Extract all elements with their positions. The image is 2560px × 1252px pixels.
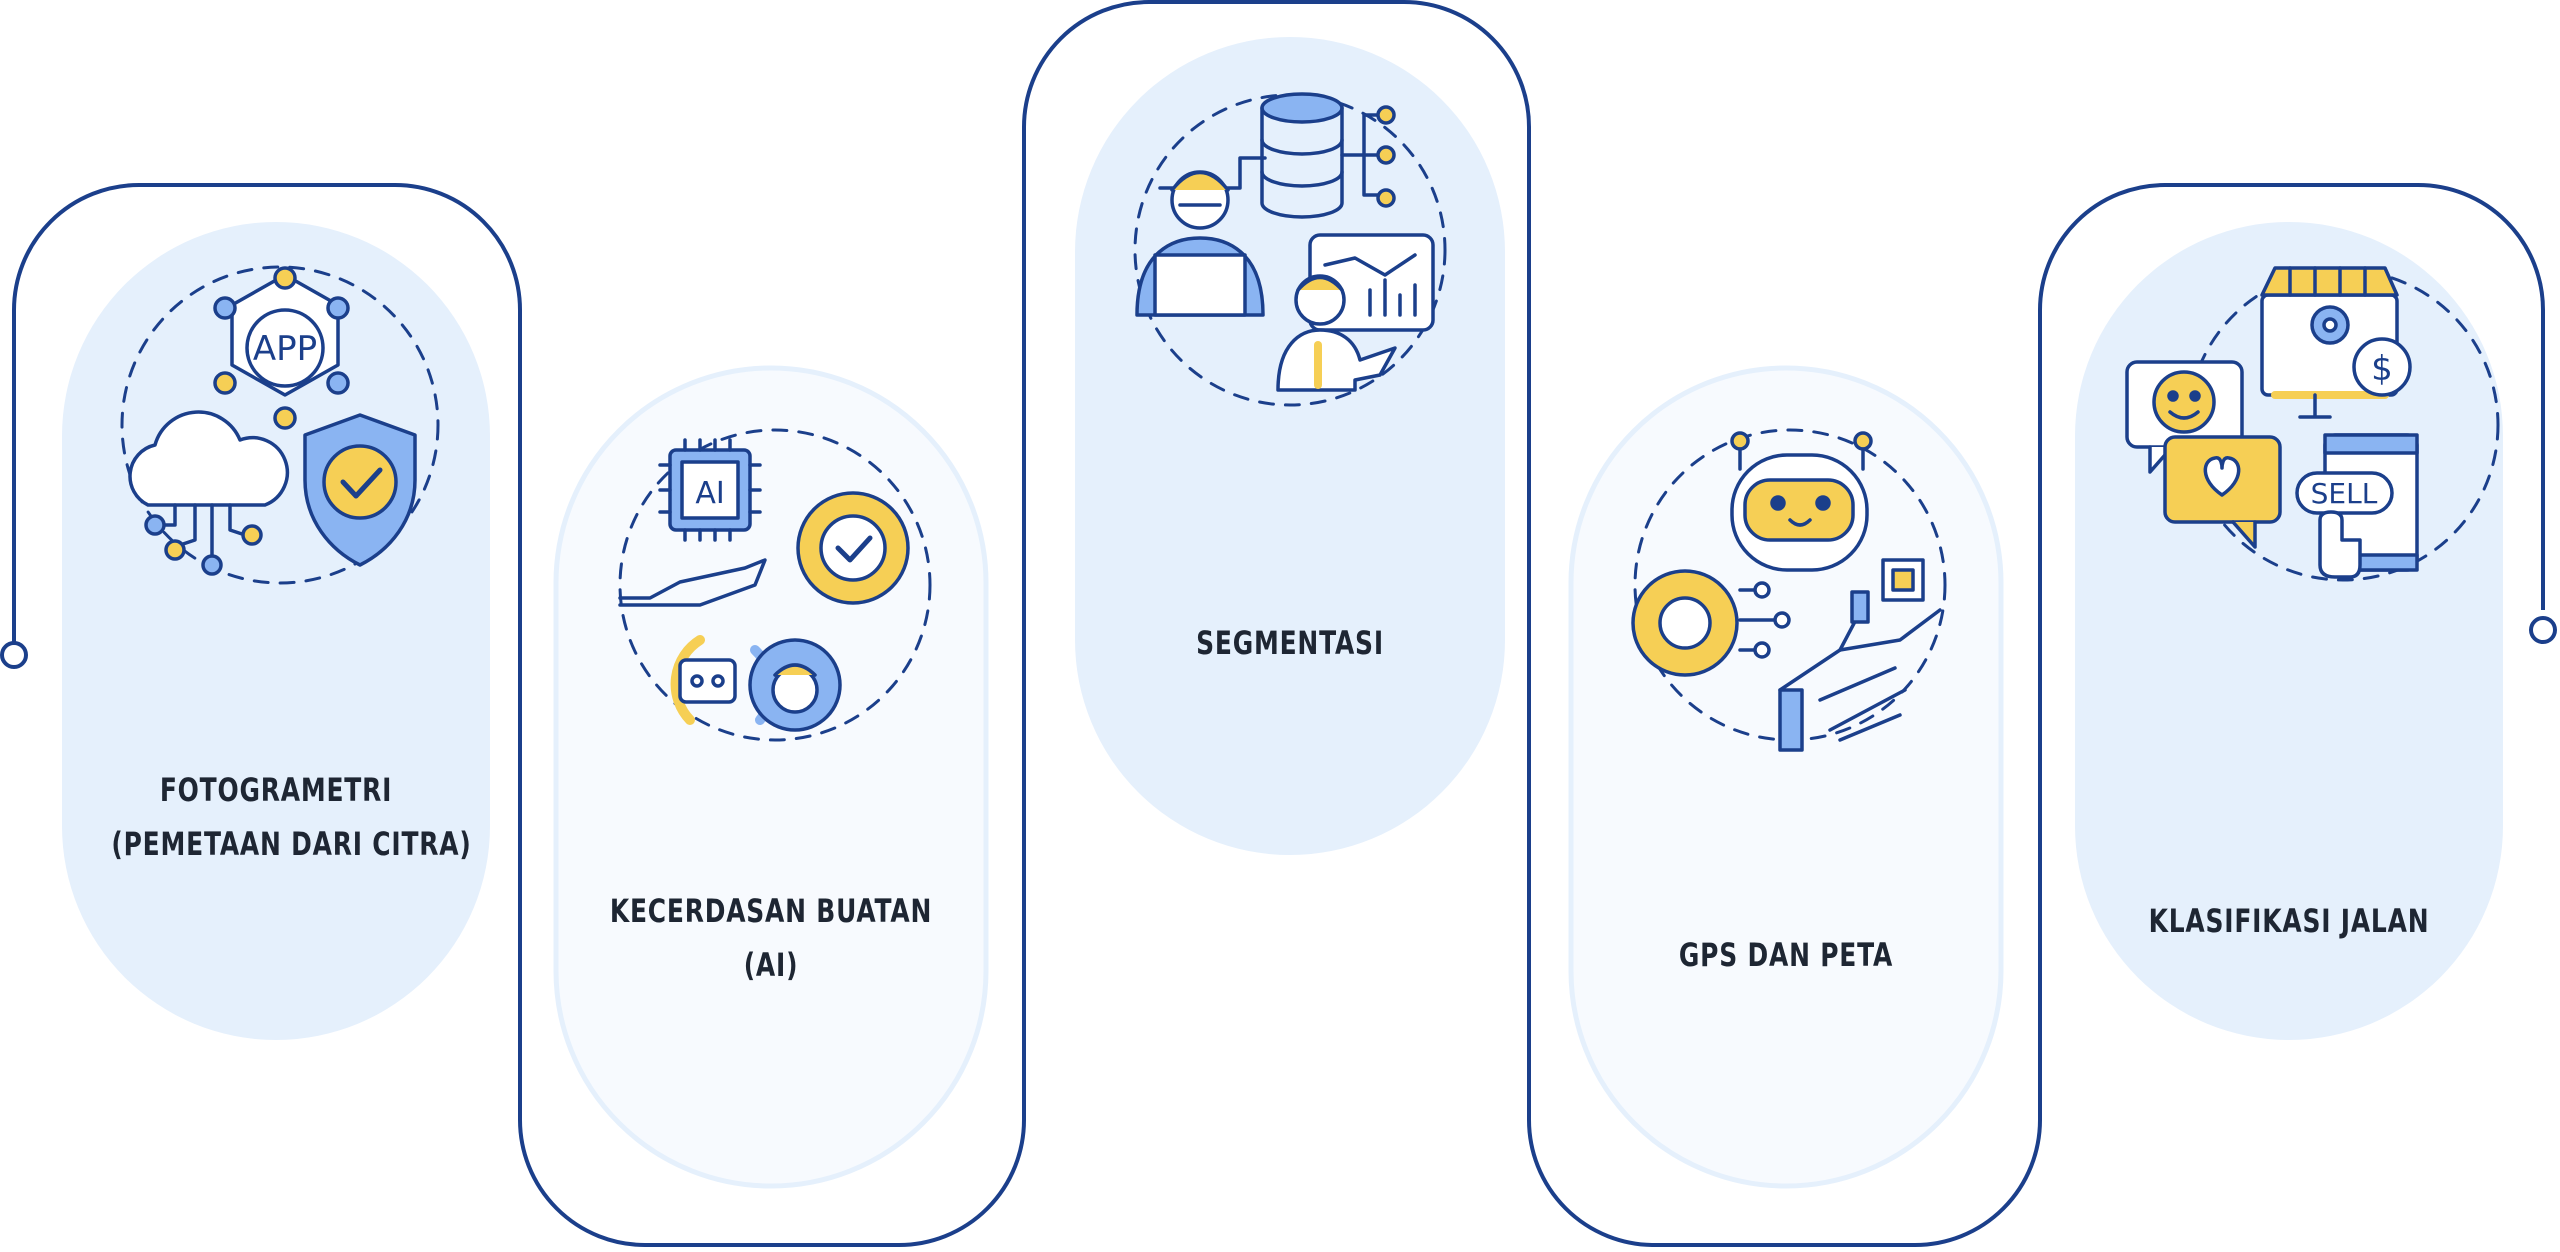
step-label-2: KECERDASAN BUATAN (AI) <box>606 884 935 992</box>
step-label-1: FOTOGRAMETRI (PEMETAAN DARI CITRA) <box>111 763 472 871</box>
pills <box>62 37 2503 1189</box>
pill-3 <box>1075 37 1505 855</box>
step-label-3: SEGMENTASI <box>1125 616 1454 670</box>
step-label-5: KLASIFIKASI JALAN <box>2124 894 2453 948</box>
step-1-line-1: FOTOGRAMETRI <box>159 771 393 809</box>
ai-chip-gear-robot-icon: AI <box>618 428 932 742</box>
step-2-line-2: (AI) <box>743 946 799 984</box>
app-cloud-shield-icon: APP <box>120 265 440 585</box>
svg-text:$: $ <box>2371 349 2393 389</box>
step-3-line-1: SEGMENTASI <box>1196 624 1384 662</box>
frame-outlines <box>12 0 2545 1247</box>
svg-text:APP: APP <box>253 329 317 369</box>
robot-gear-hand-icon <box>1631 428 1947 752</box>
start-node <box>0 641 28 669</box>
svg-text:AI: AI <box>695 476 724 511</box>
step-4-line-1: GPS DAN PETA <box>1678 936 1894 974</box>
shop-chat-sell-icon: $ SELL <box>2125 266 2500 582</box>
frame-outline-1 <box>12 0 2545 1247</box>
step-5-line-1: KLASIFIKASI JALAN <box>2148 902 2430 940</box>
svg-text:SELL: SELL <box>2311 477 2378 510</box>
step-label-4: GPS DAN PETA <box>1621 928 1950 982</box>
end-node <box>2529 616 2557 644</box>
step-1-line-2: (PEMETAAN DARI CITRA) <box>111 825 472 863</box>
pill-2 <box>553 365 989 1189</box>
step-2-line-1: KECERDASAN BUATAN <box>609 892 933 930</box>
database-people-chart-icon <box>1133 92 1447 407</box>
